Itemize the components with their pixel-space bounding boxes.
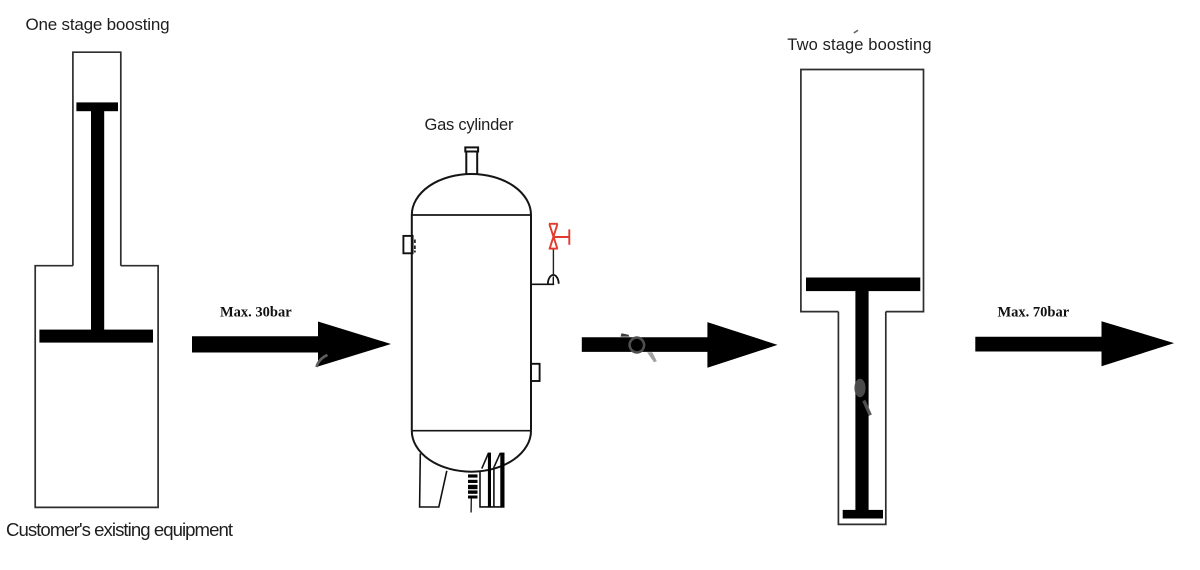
svg-text:Two stage boosting: Two stage boosting [787,36,931,54]
svg-text:Gas cylinder: Gas cylinder [425,116,514,134]
svg-text:Max. 70bar: Max. 70bar [998,304,1070,320]
svg-text:Max. 30bar: Max. 30bar [220,305,292,321]
svg-text:One stage boosting: One stage boosting [26,15,170,34]
svg-text:Customer's existing equipment: Customer's existing equipment [6,519,234,540]
